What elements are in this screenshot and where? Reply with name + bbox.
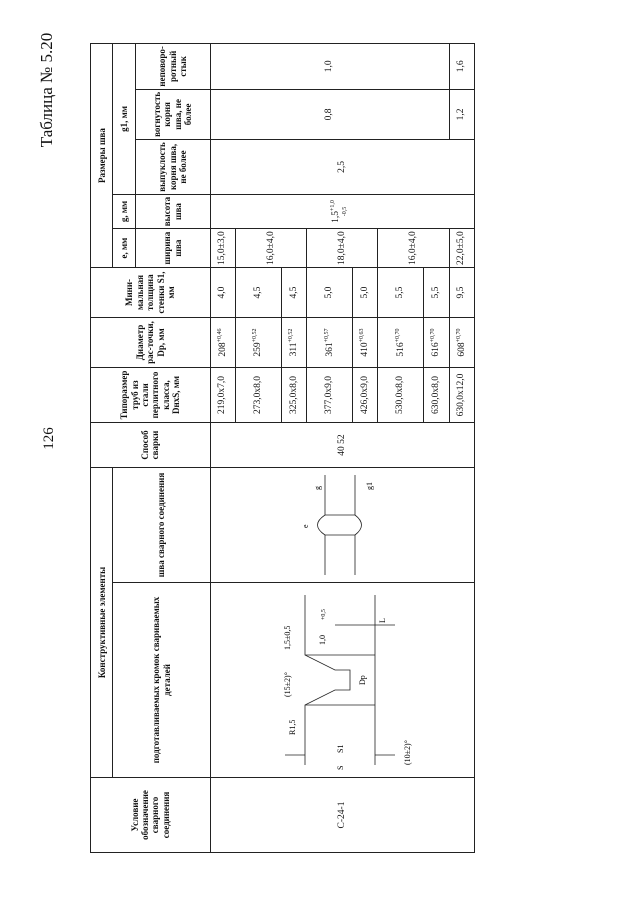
- header-weld-seam: шва сварного соединения: [112, 467, 211, 583]
- sketch-dim2-tol: +0,5: [321, 609, 327, 620]
- sketch-dp: Dр: [358, 675, 367, 685]
- row-width: 16,0±4,0: [235, 228, 307, 268]
- row-size: 273,0x8,0: [235, 367, 282, 423]
- row-bore: 608+0,70: [449, 317, 475, 368]
- row-bore-value: 608: [456, 342, 467, 357]
- page-number: 126: [40, 427, 57, 450]
- table-title: Таблица № 5.20: [37, 32, 57, 148]
- row-wall: 5,5: [377, 267, 424, 318]
- sketch-radius: R1,5: [288, 720, 297, 735]
- header-root-concave-label: вогнутость корня шва, не более: [152, 91, 194, 137]
- weld-seam-sketch: e g g1: [210, 467, 475, 583]
- row-bore-value: 361: [324, 342, 335, 357]
- header-structural: Конструктивные элементы: [90, 467, 113, 778]
- row-wall: 4,5: [235, 267, 282, 318]
- weld-drawing: e g g1: [301, 475, 374, 575]
- header-e: е, мм: [112, 228, 136, 268]
- weld-g1: g1: [365, 482, 374, 490]
- row-size: 426,0x9,0: [352, 367, 378, 423]
- height-value: 1,5: [331, 211, 342, 223]
- row-size: 630,0x12,0: [449, 367, 475, 423]
- rotated-table-frame: Условие обозначение сварного соединения …: [90, 43, 475, 853]
- weld-g: g: [313, 486, 322, 490]
- edge-prep-drawing: R1,5 (15±2)° (10±2)° 1,5±0,5 1,0 +0,5 S …: [283, 595, 412, 770]
- row-bore-value: 259: [253, 342, 264, 357]
- sketch-dim2: 1,0: [318, 635, 327, 645]
- weld-e: e: [301, 524, 310, 528]
- row-bore-tol: +0,70: [394, 328, 401, 343]
- row-bore-value: 311: [289, 342, 300, 357]
- header-prep-edges: подготавливаемых кромок свариваемых дета…: [112, 582, 211, 778]
- header-nonrotary: неповоро-ротный стык: [135, 43, 211, 90]
- row-width: 22,0±5,0: [449, 228, 475, 268]
- header-g: g, мм: [112, 194, 136, 229]
- row-bore-value: 208: [217, 342, 228, 357]
- row-size: 530,0x8,0: [377, 367, 424, 423]
- header-root-concave: вогнутость корня шва, не более: [135, 89, 211, 140]
- height-cell: 1,5+1,0 -0,5: [210, 194, 475, 229]
- nonrotary-last: 1,6: [449, 43, 475, 90]
- row-width: 16,0±4,0: [377, 228, 450, 268]
- header-g1: g1, мм: [112, 43, 136, 195]
- sketch-l: L: [378, 618, 387, 623]
- row-bore-tol: +0,46: [216, 328, 223, 343]
- prep-edges-sketch: R1,5 (15±2)° (10±2)° 1,5±0,5 1,0 +0,5 S …: [210, 582, 475, 778]
- row-wall: 5,0: [306, 267, 353, 318]
- row-bore: 311+0,52: [281, 317, 307, 368]
- row-bore: 616+0,70: [423, 317, 450, 368]
- row-bore: 259+0,52: [235, 317, 282, 368]
- header-root-convex: выпуклость корня шва, не более: [135, 139, 211, 195]
- header-condition: Условие обозначение сварного соединения: [90, 777, 211, 853]
- row-width: 15,0±3,0: [210, 228, 236, 268]
- row-size: 630,0x8,0: [423, 367, 450, 423]
- row-bore-tol: +0,70: [430, 328, 437, 343]
- row-wall: 5,5: [423, 267, 450, 318]
- row-bore-value: 410: [360, 342, 371, 357]
- header-method: Способ сварки: [90, 422, 211, 468]
- row-width: 18,0±4,0: [306, 228, 378, 268]
- row-bore: 516+0,70: [377, 317, 424, 368]
- method-values: 40 52: [210, 422, 475, 468]
- spec-table: Условие обозначение сварного соединения …: [90, 43, 475, 853]
- row-bore-tol: +0,52: [287, 328, 294, 343]
- row-bore: 410+0,63: [352, 317, 378, 368]
- rotary-main: 0,8: [210, 89, 450, 140]
- row-bore: 361+0,57: [306, 317, 353, 368]
- header-seam-dims: Размеры шва: [90, 43, 113, 268]
- row-bore-tol: +0,52: [252, 328, 259, 343]
- header-min-wall: Мини-мальная толщина стенки S1, мм: [90, 267, 211, 318]
- row-wall: 9,5: [449, 267, 475, 318]
- sketch-dim1: 1,5±0,5: [283, 626, 292, 650]
- header-height: высота шва: [135, 194, 211, 229]
- sketch-angle2: (10±2)°: [403, 740, 412, 765]
- row-size: 219,0x7,0: [210, 367, 236, 423]
- rotary-last: 1,2: [449, 89, 475, 140]
- condition-code: С-24-1: [210, 777, 475, 853]
- header-pipe-size: Типоразмер труб из стали перлитного клас…: [90, 367, 211, 423]
- row-bore-tol: +0,70: [455, 328, 462, 343]
- row-size: 325,0x8,0: [281, 367, 307, 423]
- sketch-s1: S1: [336, 745, 345, 753]
- row-bore-tol: +0,63: [359, 328, 366, 343]
- header-width: ширина шва: [135, 228, 211, 268]
- sketch-angle1: (15±2)°: [283, 672, 292, 697]
- header-bore-diam: Диаметр рас-точки, Dр, мм: [90, 317, 211, 368]
- row-wall: 4,0: [210, 267, 236, 318]
- row-bore-value: 516: [395, 342, 406, 357]
- row-size: 377,0x9,0: [306, 367, 353, 423]
- row-wall: 5,0: [352, 267, 378, 318]
- convex-cell: 2,5: [210, 139, 475, 195]
- row-bore-tol: +0,57: [323, 328, 330, 343]
- nonrotary-main: 1,0: [210, 43, 450, 90]
- row-wall: 4,5: [281, 267, 307, 318]
- sketch-s: S: [336, 766, 345, 770]
- row-bore-value: 616: [431, 342, 442, 357]
- row-bore: 208+0,46: [210, 317, 236, 368]
